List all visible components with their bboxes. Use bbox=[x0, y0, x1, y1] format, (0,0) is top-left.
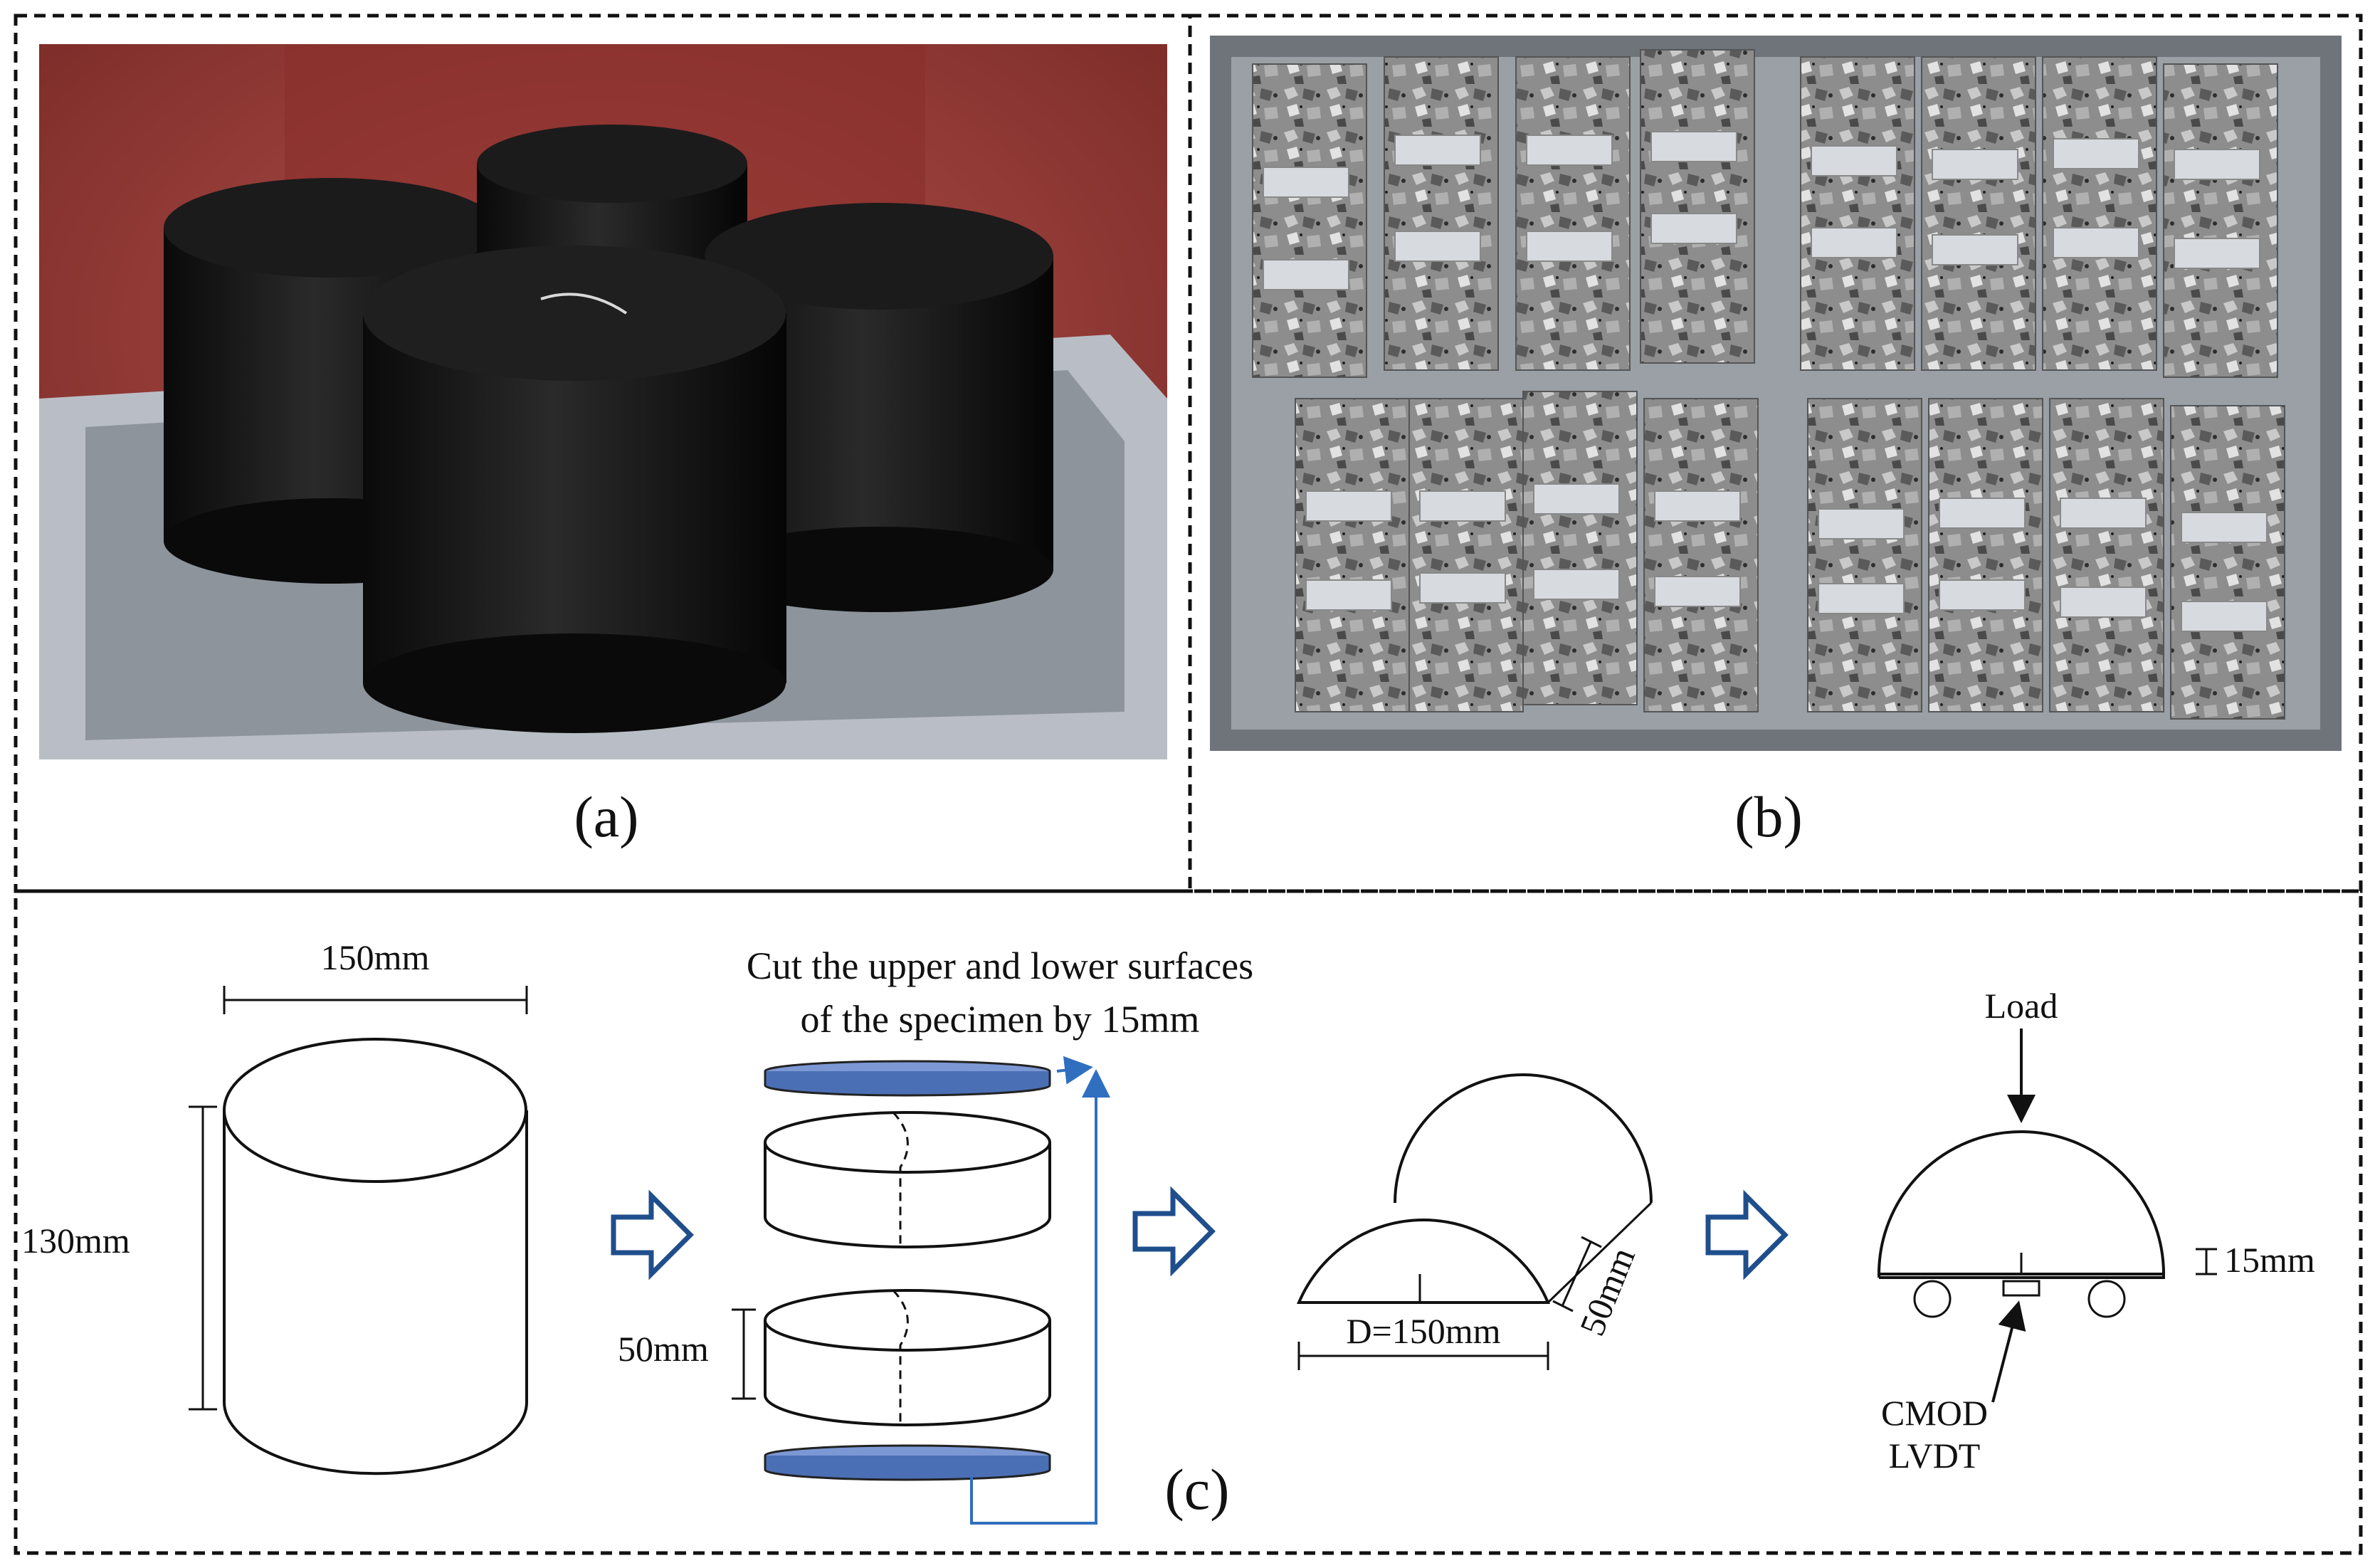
slice-dimension bbox=[732, 1308, 756, 1400]
diameter-label: D=150mm bbox=[1346, 1311, 1500, 1351]
panel-label-c: (c) bbox=[1164, 1457, 1229, 1522]
process-arrow-3 bbox=[1705, 1189, 1789, 1280]
photo-b bbox=[1210, 36, 2342, 751]
load-label: Load bbox=[1985, 986, 2058, 1026]
cut-slice-bottom bbox=[764, 1444, 1051, 1481]
cmod-gauge bbox=[2002, 1280, 2040, 1297]
clip-plates bbox=[1263, 131, 2268, 632]
cut-slice-top bbox=[764, 1060, 1051, 1097]
step3-dimensions bbox=[1297, 1236, 1602, 1370]
step3-semicircles bbox=[1296, 1073, 1653, 1304]
process-arrow-1 bbox=[611, 1189, 694, 1280]
height-label: 130mm bbox=[21, 1221, 130, 1261]
support-roller-left bbox=[1913, 1280, 1952, 1318]
process-arrow-2 bbox=[1132, 1186, 1216, 1277]
notch-dimension bbox=[2196, 1248, 2217, 1275]
frames bbox=[14, 14, 2363, 1555]
cut-flow-arrow bbox=[970, 1056, 1110, 1525]
cut-caption-line2: of the specimen by 15mm bbox=[801, 998, 1200, 1041]
thickness-label: 50mm bbox=[1571, 1242, 1643, 1342]
sensor-label-line2: LVDT bbox=[1889, 1436, 1981, 1475]
cylinder-front bbox=[363, 246, 786, 733]
cut-caption-line1: Cut the upper and lower surfaces bbox=[747, 945, 1253, 987]
sensor-label-line1: CMOD bbox=[1881, 1393, 1988, 1433]
slice-label: 50mm bbox=[618, 1329, 709, 1369]
process-arrows bbox=[611, 1186, 1789, 1280]
step1-cylinder bbox=[223, 1038, 528, 1475]
width-label: 150mm bbox=[321, 937, 430, 977]
test-semicircle-body bbox=[1877, 1130, 2166, 1275]
support-roller-right bbox=[2087, 1280, 2126, 1318]
sensor-pointer bbox=[1991, 1300, 2026, 1403]
slice-disc-lower bbox=[764, 1289, 1051, 1426]
panel-label-b: (b) bbox=[1734, 784, 1803, 849]
photo-a bbox=[39, 44, 1167, 759]
panel-label-a: (a) bbox=[574, 784, 638, 849]
slice-disc-upper bbox=[764, 1111, 1051, 1248]
beam-grid bbox=[1252, 49, 2285, 720]
step1-dimensions bbox=[189, 986, 528, 1411]
frame-c bbox=[14, 889, 2363, 1555]
notch-label: 15mm bbox=[2224, 1240, 2315, 1280]
